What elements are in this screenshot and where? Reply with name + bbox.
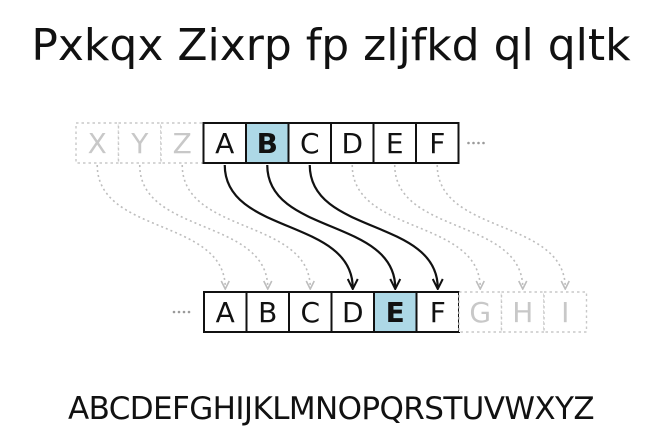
top-cell-b-letter: B bbox=[257, 127, 278, 160]
bottom-cell-c-letter: C bbox=[300, 296, 320, 329]
bottom-cell-a: A bbox=[203, 291, 248, 333]
top-cell-y-letter: Y bbox=[130, 127, 149, 160]
top-cell-x: X bbox=[75, 122, 120, 164]
shift-arrow-b-to-e bbox=[266, 164, 395, 288]
top-cell-e: E bbox=[372, 122, 417, 164]
top-cell-c: C bbox=[287, 122, 332, 164]
bottom-cell-e: E bbox=[373, 291, 418, 333]
bottom-cell-d-letter: D bbox=[342, 296, 364, 329]
faded-arrows-group bbox=[96, 164, 565, 288]
bottom-cell-h-box bbox=[500, 291, 545, 333]
shift-arrow-c-to-f bbox=[308, 164, 438, 288]
top-cell-x-letter: X bbox=[88, 127, 107, 160]
top-cell-e-letter: E bbox=[386, 127, 404, 160]
top-cell-a-box bbox=[202, 122, 247, 164]
bottom-cell-h-letter: H bbox=[512, 296, 533, 329]
bottom-cell-i-letter: I bbox=[561, 296, 569, 329]
bottom-cell-d: D bbox=[330, 291, 375, 333]
shift-arrows-group bbox=[223, 164, 438, 288]
bottom-cell-d-box bbox=[330, 291, 375, 333]
faded-arrow-d-to-g bbox=[351, 164, 480, 288]
top-cell-d: D bbox=[330, 122, 375, 164]
top-cell-b: B bbox=[245, 122, 290, 164]
bottom-cell-a-letter: A bbox=[216, 296, 235, 329]
bottom-cell-i-box bbox=[543, 291, 588, 333]
bottom-cell-g-box bbox=[458, 291, 503, 333]
faded-arrow-f-to-i bbox=[436, 164, 565, 288]
faded-arrow-e-to-h bbox=[393, 164, 523, 288]
bottom-cell-e-letter: E bbox=[386, 296, 405, 329]
top-cell-z-letter: Z bbox=[173, 127, 192, 160]
ellipsis-group bbox=[172, 141, 485, 314]
top-cell-e-box bbox=[372, 122, 417, 164]
bottom-cell-e-box bbox=[373, 291, 418, 333]
top-cell-c-letter: C bbox=[300, 127, 320, 160]
top-cell-a-letter: A bbox=[215, 127, 234, 160]
shift-arrow-a-to-d bbox=[223, 164, 353, 288]
page-title: Pxkqx Zixrp fp zljfkd ql qltk bbox=[31, 20, 631, 71]
top-cell-z-box bbox=[160, 122, 205, 164]
top-cell-f-letter: F bbox=[429, 127, 445, 160]
bottom-cell-a-box bbox=[203, 291, 248, 333]
faded-arrow-z-to-c bbox=[181, 164, 310, 288]
bottom-cell-g-letter: G bbox=[469, 296, 491, 329]
top-cell-f-box bbox=[415, 122, 460, 164]
bottom-cell-g: G bbox=[458, 291, 503, 333]
top-row-ellipsis bbox=[467, 141, 485, 145]
bottom-row-ellipsis bbox=[172, 310, 191, 314]
top-cell-b-box bbox=[245, 122, 290, 164]
faded-arrow-y-to-b bbox=[138, 164, 268, 288]
bottom-cell-c: C bbox=[288, 291, 333, 333]
top-cell-z: Z bbox=[160, 122, 205, 164]
bottom-cell-b: B bbox=[245, 291, 290, 333]
bottom-cell-b-box bbox=[245, 291, 290, 333]
alphabet-text: ABCDEFGHIJKLMNOPQRSTUVWXYZ bbox=[67, 391, 595, 427]
top-cell-a: A bbox=[202, 122, 247, 164]
top-cell-d-letter: D bbox=[341, 127, 363, 160]
top-cell-y-box bbox=[117, 122, 162, 164]
top-cell-f: F bbox=[415, 122, 460, 164]
bottom-cell-h: H bbox=[500, 291, 545, 333]
faded-arrow-x-to-a bbox=[96, 164, 225, 288]
bottom-cell-f-box bbox=[415, 291, 460, 333]
bottom-cell-i: I bbox=[543, 291, 588, 333]
bottom-cell-b-letter: B bbox=[258, 296, 277, 329]
bottom-cell-c-box bbox=[288, 291, 333, 333]
top-cell-y: Y bbox=[117, 122, 162, 164]
top-cell-c-box bbox=[287, 122, 332, 164]
bottom-cell-f-letter: F bbox=[430, 296, 446, 329]
bottom-cell-f: F bbox=[415, 291, 460, 333]
